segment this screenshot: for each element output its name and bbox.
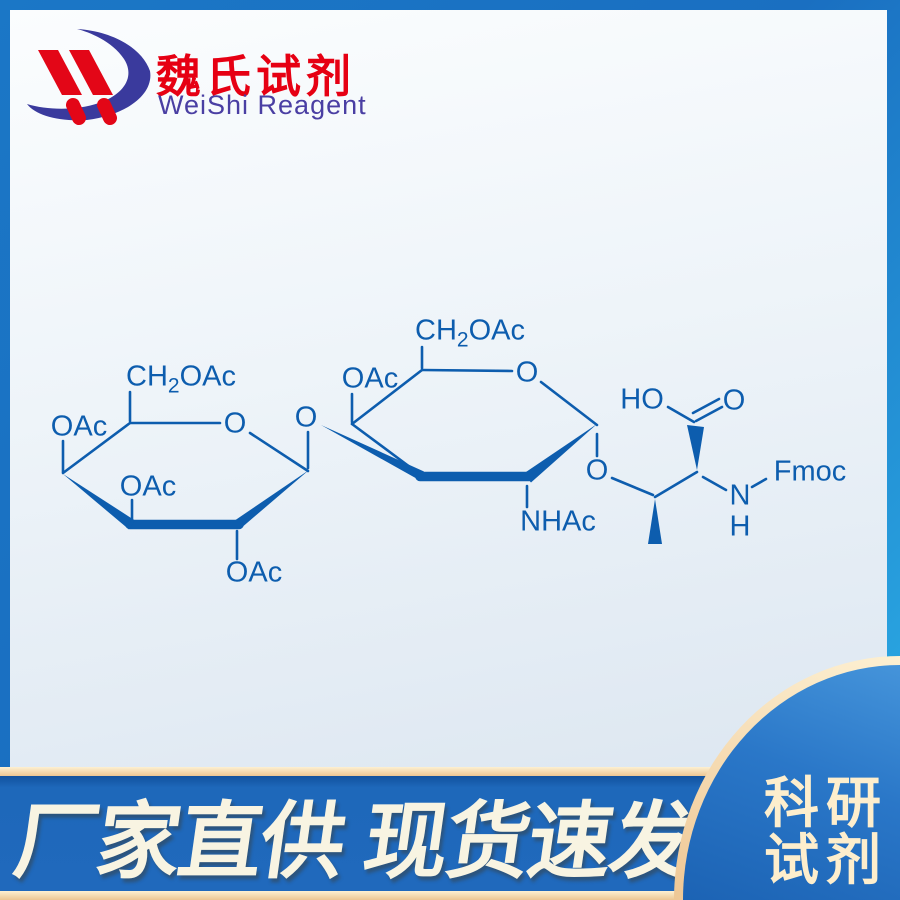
corner-badge-line1: 科研	[763, 771, 888, 834]
banner-trim-top	[0, 767, 900, 776]
banner-headline: 厂家直供 现货速发	[8, 794, 700, 889]
left-sugar-ring	[61, 390, 310, 561]
label-glyco-o1: O	[294, 401, 318, 434]
logo-w-leg-1	[66, 98, 86, 125]
label-left-oac-c3: OAc	[119, 470, 177, 503]
label-carbonyl-o: O	[722, 384, 746, 417]
label-left-ring-o: O	[223, 407, 247, 440]
label-left-oac-c4: OAc	[50, 410, 108, 443]
label-hydroxyl: HO	[620, 383, 664, 416]
weishi-logo-icon	[27, 29, 151, 125]
label-left-ch2oac: CH2OAc	[126, 360, 236, 398]
label-glyco-o2: O	[585, 454, 609, 487]
threonine-fmoc-part	[610, 397, 768, 544]
logo-w-bar-1	[38, 50, 82, 95]
brand-name-cn: 魏氏试剂	[156, 51, 357, 102]
logo: 魏氏试剂 WeiShi Reagent	[0, 0, 420, 150]
label-mid-ch2oac: CH2OAc	[415, 314, 525, 352]
corner-badge-line2: 试剂	[763, 829, 888, 892]
label-amine-n: N	[729, 479, 751, 512]
molecule-structure	[61, 345, 768, 561]
middle-sugar-ring	[350, 345, 599, 509]
label-nhac: NHAc	[520, 505, 596, 538]
label-fmoc: Fmoc	[773, 455, 847, 488]
brand-name-en: WeiShi Reagent	[158, 90, 367, 120]
label-amine-h: H	[729, 510, 751, 543]
logo-w-bar-2	[69, 50, 113, 95]
label-mid-ring-o: O	[515, 356, 539, 389]
label-mid-oac-c4: OAc	[341, 362, 399, 395]
banner-trim-bottom	[0, 891, 900, 900]
glycosidic-link-1	[321, 422, 424, 481]
content-panel	[10, 10, 887, 767]
logo-w-leg-2	[97, 98, 117, 125]
corner-badge-text: 科研 试剂	[763, 771, 888, 892]
label-left-oac-c2: OAc	[225, 556, 283, 589]
logo-swoosh-shape	[27, 29, 151, 121]
